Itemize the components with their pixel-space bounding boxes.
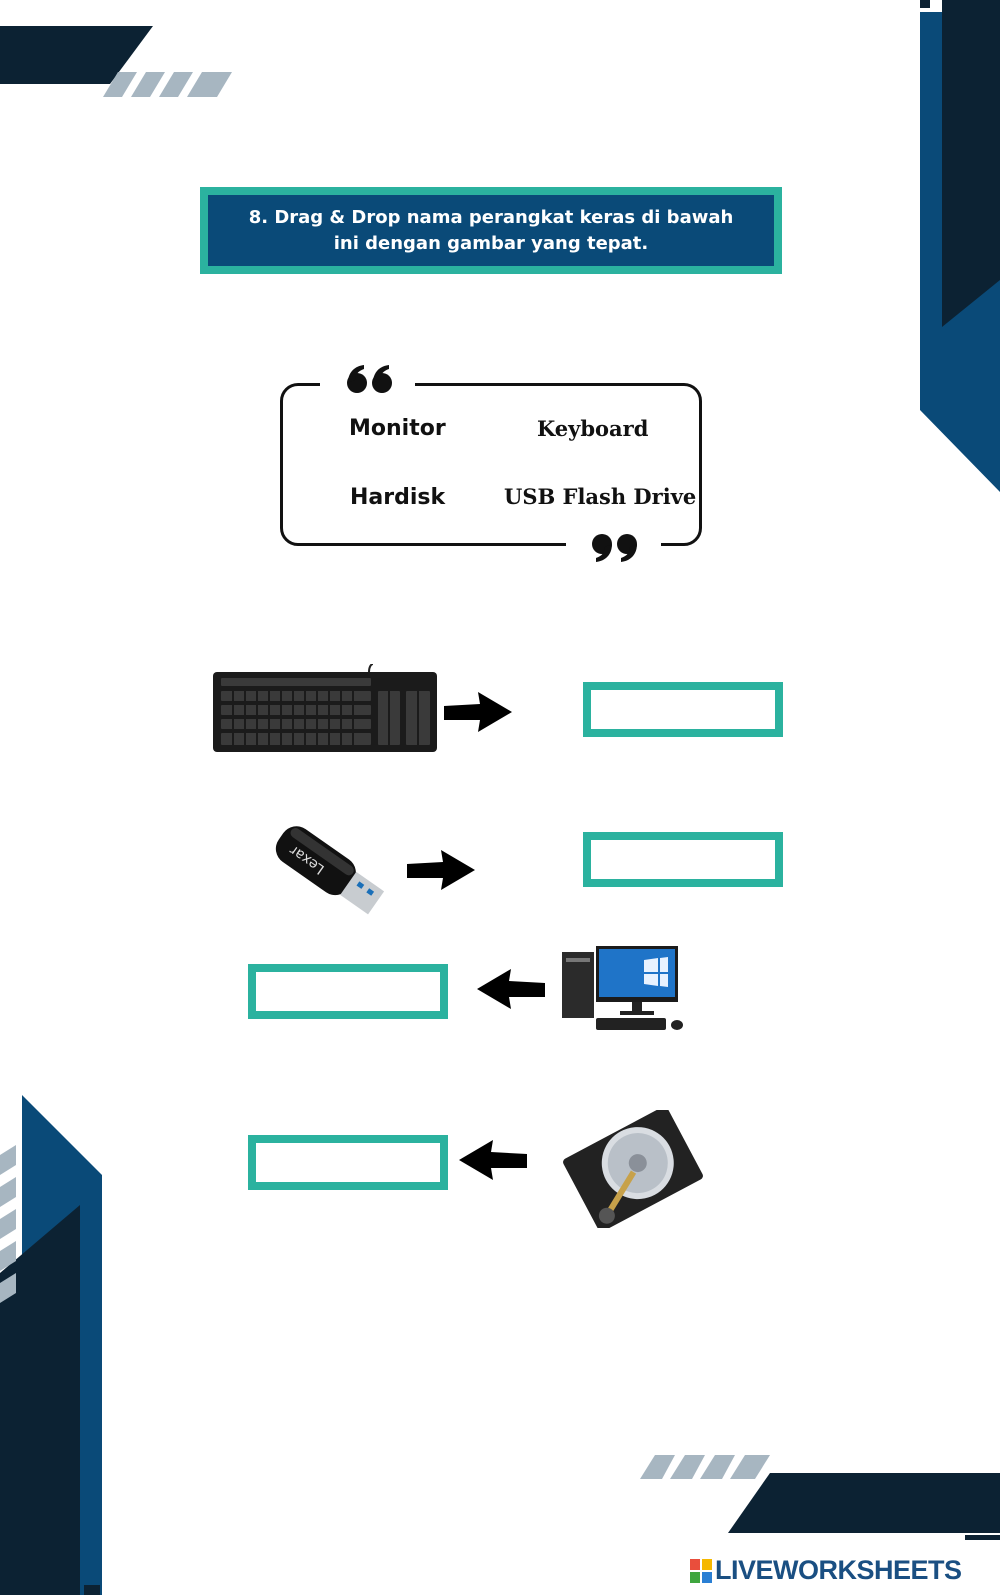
word-keyboard[interactable]: Keyboard [537,416,649,441]
bottom-left-decoration [0,1095,102,1595]
word-hardisk[interactable]: Hardisk [350,485,446,510]
desktop-monitor-image [562,946,683,1030]
top-left-decoration [0,26,232,97]
word-monitor[interactable]: Monitor [349,416,446,441]
instruction-text: 8. Drag & Drop nama perangkat keras di b… [241,205,741,257]
usb-flash-drive-image: Lexar [275,826,385,915]
keyboard-image [213,664,437,752]
arrow-right-icon [407,850,475,890]
liveworksheets-logo: LIVEWORKSHEETS [690,1555,962,1586]
instruction-line-2: ini dengan gambar yang tepat. [333,232,649,254]
answer-box-hardisk[interactable] [248,1135,448,1190]
close-quote-icon [592,534,637,562]
brand-name: LIVEWORKSHEETS [715,1555,962,1585]
liveworksheets-logo-icon [690,1558,712,1583]
arrow-right-icon [444,692,512,732]
top-right-decoration [920,0,1000,492]
open-quote-icon [347,365,392,393]
word-bank-top-gap [320,377,415,387]
word-usb-flash-drive[interactable]: USB Flash Drive [504,484,697,509]
answer-box-usb-flash-drive[interactable] [583,832,783,887]
bottom-right-decoration [640,1455,1000,1540]
instruction-banner: 8. Drag & Drop nama perangkat keras di b… [200,187,782,274]
answer-box-keyboard[interactable] [583,682,783,737]
word-bank-bottom-gap [566,541,661,551]
word-bank [280,383,702,546]
arrow-left-icon [459,1140,527,1180]
hard-disk-image [563,1110,703,1228]
arrow-left-icon [477,969,545,1009]
instruction-line-1: 8. Drag & Drop nama perangkat keras di b… [248,206,734,228]
answer-box-monitor[interactable] [248,964,448,1019]
